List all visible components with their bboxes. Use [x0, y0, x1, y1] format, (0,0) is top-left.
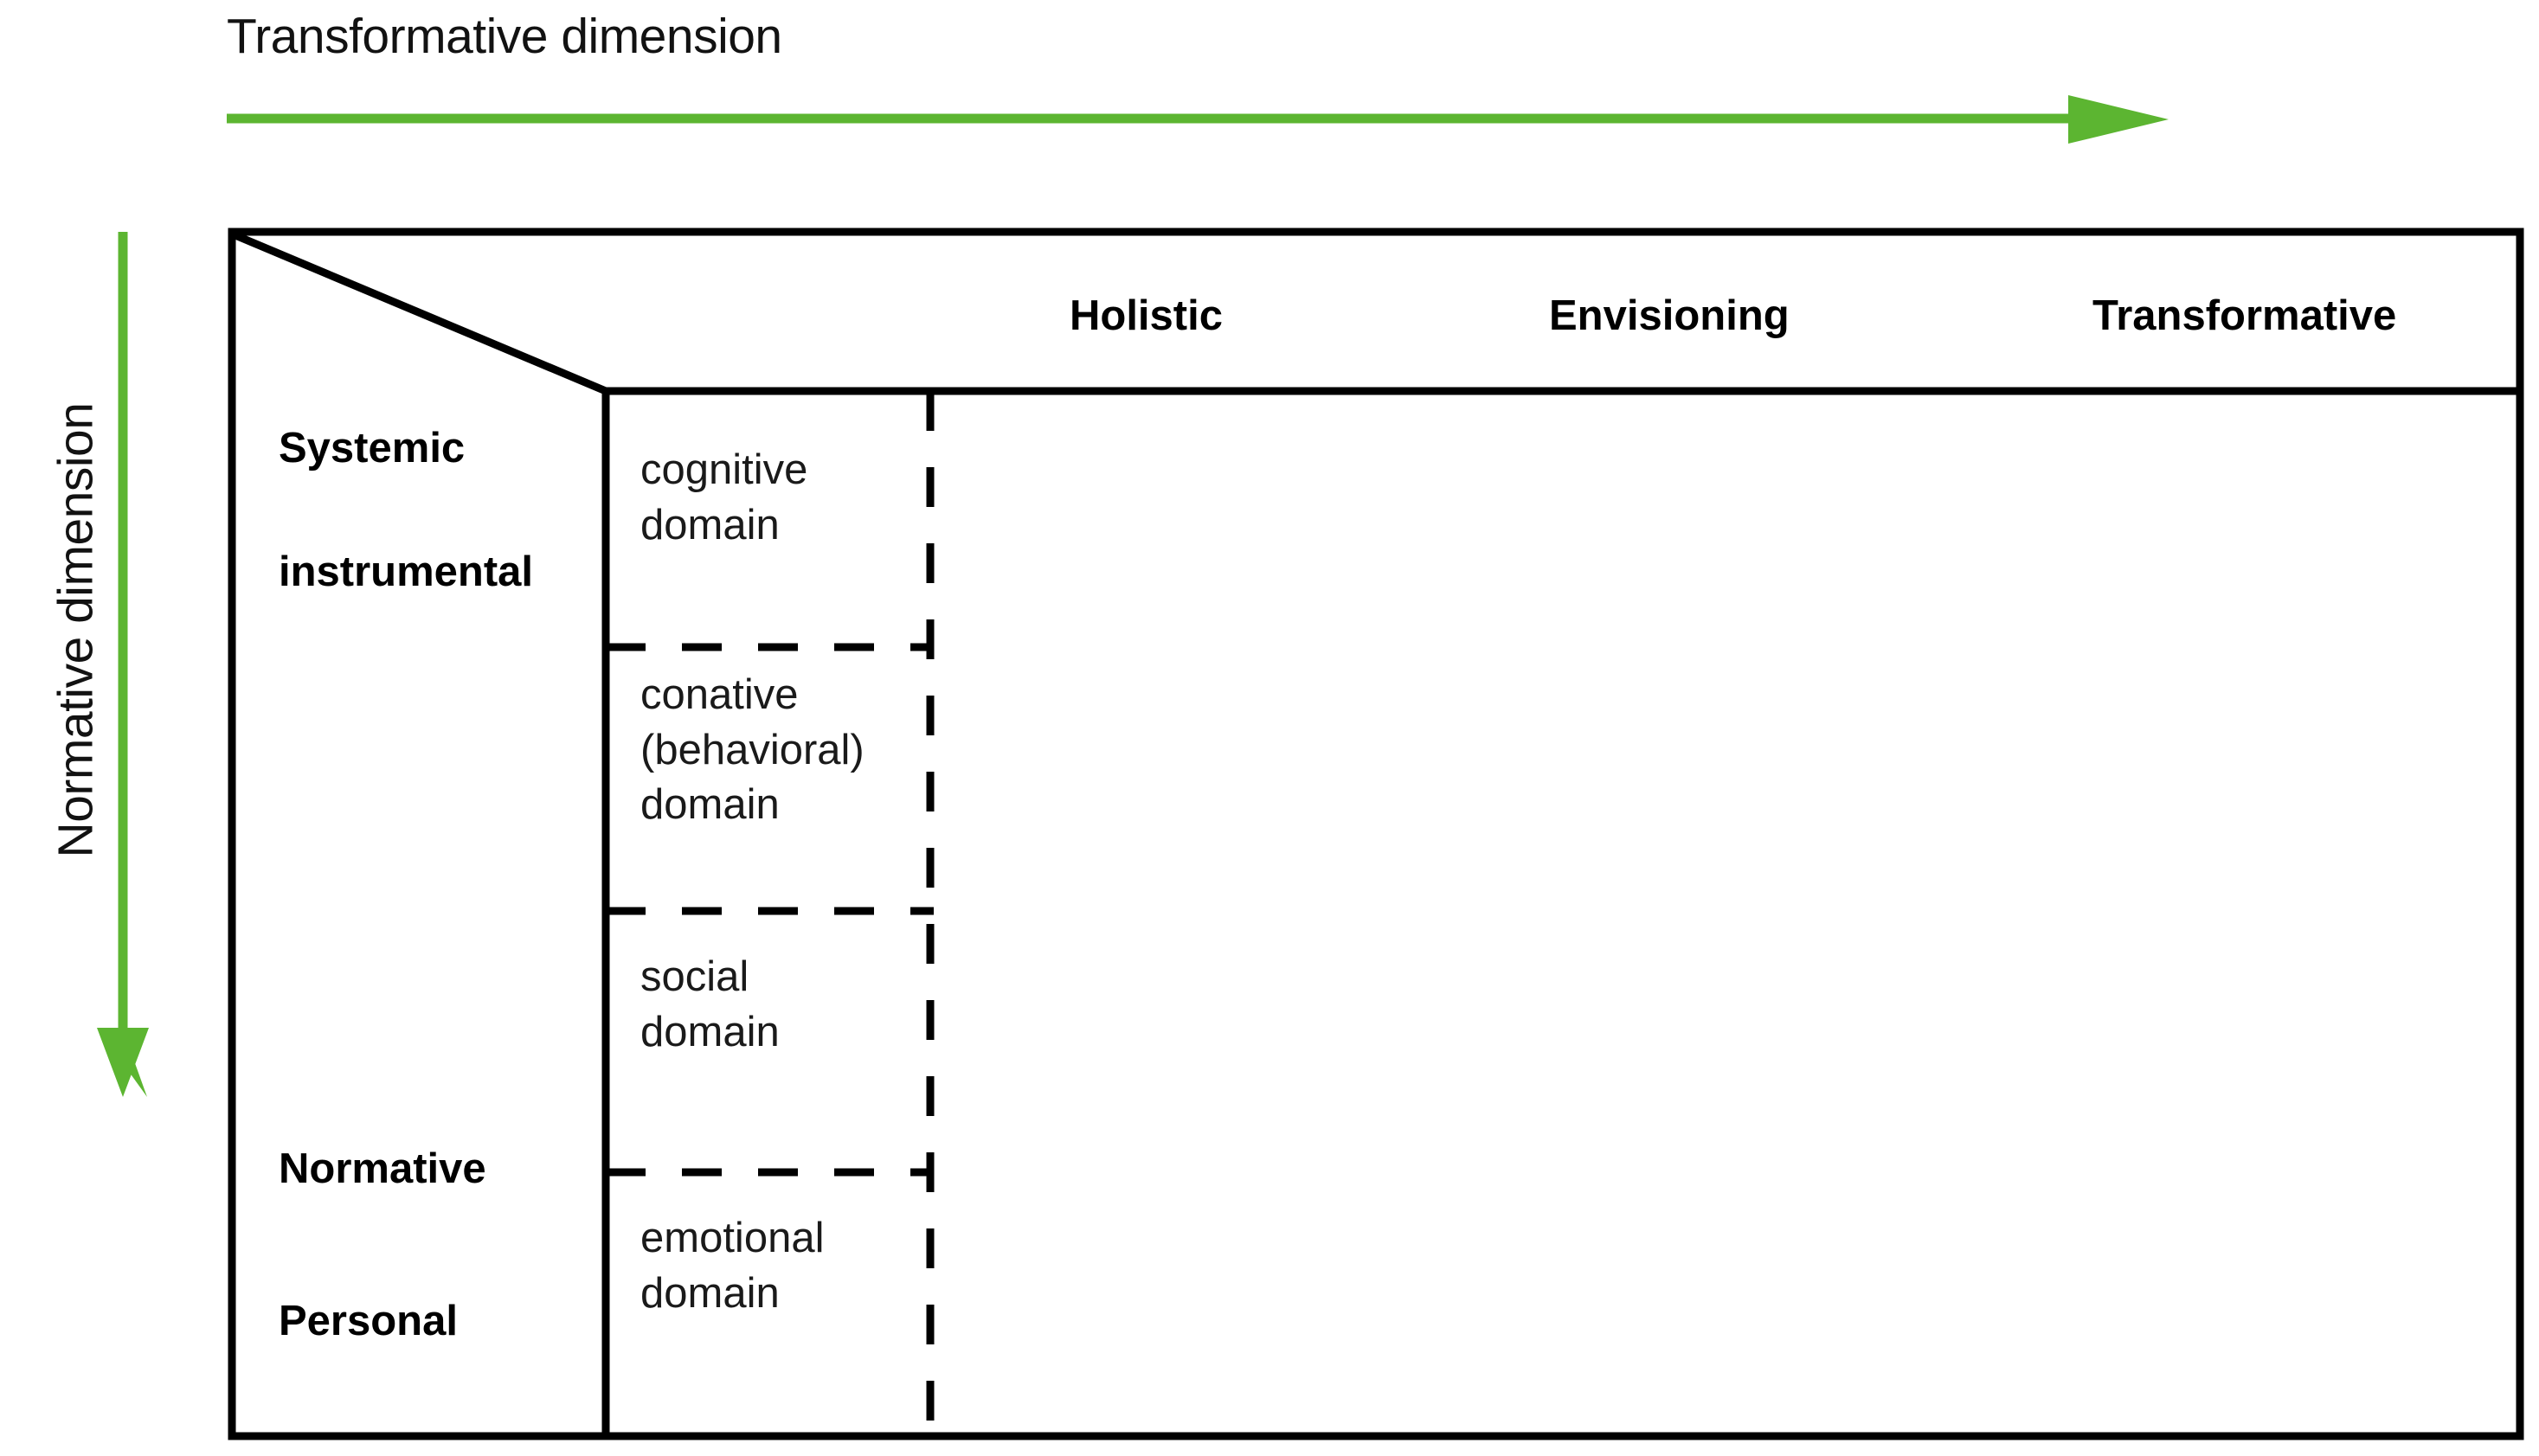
column-header-transformative: Transformative [2092, 292, 2397, 339]
domain-cell-social: social domain [640, 953, 780, 1055]
matrix-outer-border [228, 228, 2524, 1440]
column-header-envisioning: Envisioning [1549, 292, 1790, 339]
transformative-dimension-axis-label: Transformative dimension [227, 9, 782, 64]
domain-cell-emotional: emotional domain [640, 1215, 825, 1317]
corner-diagonal-divider [234, 231, 607, 395]
normative-label-instrumental: instrumental [279, 548, 534, 595]
domain-cell-cognitive: cognitive domain [640, 446, 808, 548]
column-header-holistic: Holistic [1070, 292, 1223, 339]
normative-label-normative: Normative [279, 1145, 486, 1192]
normative-label-systemic: Systemic [279, 425, 466, 471]
domain-cell-conative: conative (behavioral) domain [640, 671, 865, 829]
normative-label-personal: Personal [279, 1298, 458, 1344]
